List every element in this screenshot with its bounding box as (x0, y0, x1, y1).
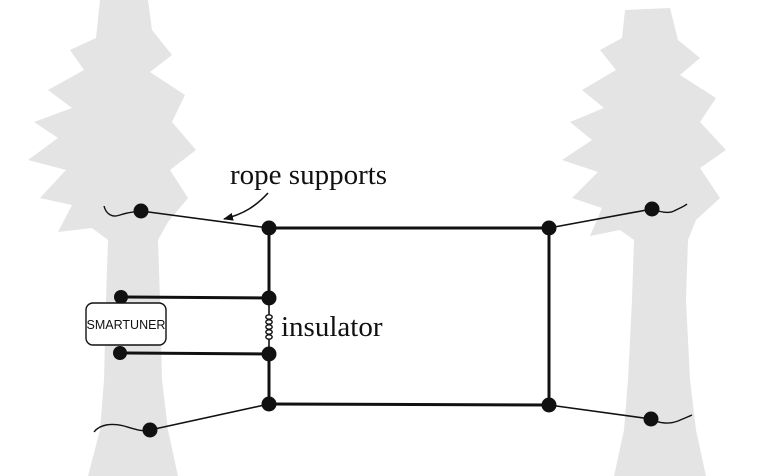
rope-ties (93, 203, 693, 433)
tuner-rect (85, 302, 167, 346)
node-rope-bottom-left (142, 422, 158, 438)
rope-supports-label: rope supports (230, 159, 387, 191)
wire-bottom (268, 402, 550, 407)
node-rope-bottom-right (643, 411, 659, 427)
rope-bottom-left (149, 403, 270, 431)
rope-lines (140, 208, 653, 431)
node-tuner-bottom (113, 346, 127, 360)
tree-left-icon (28, 0, 196, 476)
node-feed-top (261, 290, 277, 306)
antenna-wires (119, 226, 551, 407)
node-corner-bottom-left (261, 396, 277, 412)
node-tuner-top (114, 290, 128, 304)
node-rope-top-right (644, 201, 660, 217)
node-feed-bottom (261, 346, 277, 362)
node-corner-top-right (541, 220, 557, 236)
tie-bottom-right (650, 414, 693, 424)
nodes (113, 201, 660, 438)
insulator-icon (265, 298, 273, 354)
insulator-label: insulator (281, 311, 383, 343)
tuner-label: SMARTUNER (87, 318, 166, 332)
node-corner-top-left (261, 220, 277, 236)
feedline-bottom (119, 351, 270, 356)
node-corner-bottom-right (541, 397, 557, 413)
tree-right-icon (562, 8, 726, 476)
rope-top-right (548, 208, 653, 229)
node-rope-top-left (133, 203, 149, 219)
rope-supports-arrow (223, 192, 269, 221)
feedline-top (120, 295, 270, 300)
tuner-box: SMARTUNER (85, 302, 167, 346)
rope-bottom-right (548, 404, 652, 420)
rope-top-left (140, 210, 270, 229)
